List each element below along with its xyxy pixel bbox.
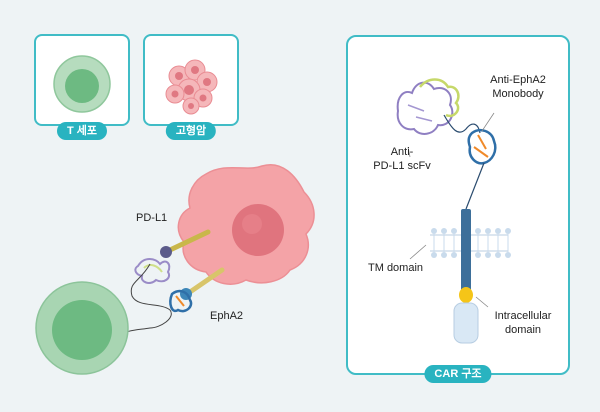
tumor-legend-box — [143, 34, 239, 126]
tcell-tumor-interaction-illustration — [35, 163, 315, 375]
monobody-protein — [169, 289, 193, 313]
t-cell-icon — [53, 55, 111, 113]
car-structure-panel: Anti- PD-L1 scFv Anti-EphA2 Monobody TM … — [346, 35, 570, 375]
tm-domain-label: TM domain — [368, 262, 424, 274]
epha2-label: EphA2 — [210, 310, 244, 322]
cell-membrane — [430, 228, 511, 258]
tm-domain-helix — [461, 209, 471, 291]
intracellular-signal-domain — [459, 287, 473, 303]
pd-l1-stalk — [167, 229, 211, 253]
intracellular-domain-label: Intracellular domain — [494, 310, 552, 336]
anti-pd-l1-scfv-label: Anti- PD-L1 scFv — [373, 146, 431, 172]
tumor-cluster-icon — [165, 59, 218, 115]
t-cell-label: T 세포 — [56, 122, 108, 140]
epha2-stalk — [187, 267, 225, 295]
tumor-label: 고형암 — [165, 122, 217, 140]
anti-epha2-monobody-label: Anti-EphA2 Monobody — [490, 74, 546, 100]
anti-pd-l1-scfv-protein — [396, 78, 460, 135]
t-cell-legend-box — [34, 34, 130, 126]
scfv-protein — [134, 258, 171, 284]
car-structure-illustration — [396, 78, 511, 344]
pd-l1-head — [160, 246, 172, 258]
car-structure-title: CAR 구조 — [424, 365, 492, 383]
t-cell-nucleus — [52, 300, 112, 360]
car-linker — [117, 263, 172, 337]
pd-l1-label: PD-L1 — [136, 212, 168, 224]
intracellular-costim-domain — [453, 302, 479, 344]
anti-epha2-monobody-protein — [467, 129, 497, 165]
